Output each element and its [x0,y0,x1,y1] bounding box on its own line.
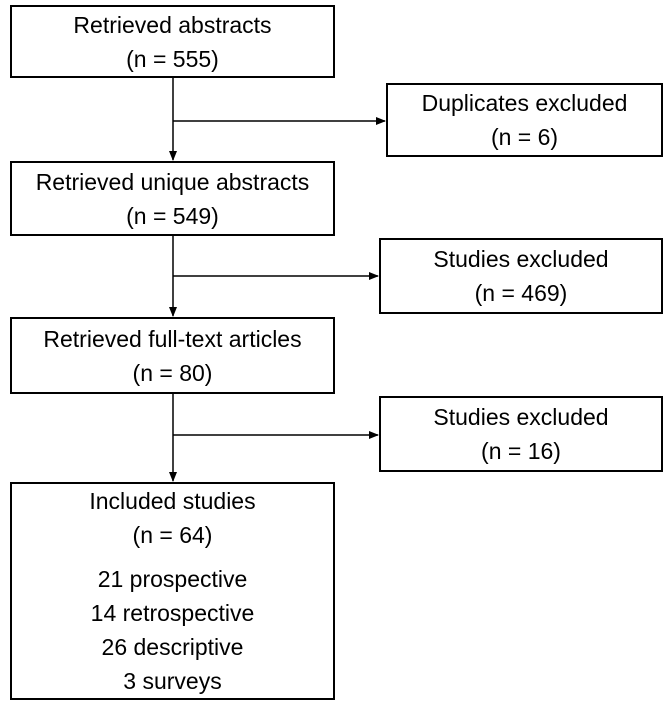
duplicates-excluded-title: Duplicates excluded [421,90,628,116]
unique-abstracts-box: Retrieved unique abstracts (n = 549) [10,161,335,236]
retrieved-abstracts-box: Retrieved abstracts (n = 555) [10,5,335,78]
full-text-articles-title: Retrieved full-text articles [43,325,302,352]
included-breakdown-prospective: 21 prospective [97,566,248,592]
included-breakdown-surveys: 3 surveys [123,668,222,694]
studies-excluded-16-box: Studies excluded (n = 16) [379,396,663,472]
unique-abstracts-title: Retrieved unique abstracts [35,168,310,195]
unique-abstracts-count: (n = 549) [126,202,219,229]
included-breakdown-descriptive: 26 descriptive [101,634,244,660]
included-studies-count: (n = 64) [132,522,213,548]
included-studies-title: Included studies [89,488,256,514]
included-breakdown-retrospective: 14 retrospective [90,600,255,626]
retrieved-abstracts-count: (n = 555) [126,45,219,72]
duplicates-excluded-count: (n = 6) [490,124,559,150]
studies-excluded-469-count: (n = 469) [474,280,568,306]
included-studies-box: Included studies (n = 64) 21 prospective… [10,482,335,700]
studies-excluded-469-box: Studies excluded (n = 469) [379,238,663,314]
duplicates-excluded-box: Duplicates excluded (n = 6) [386,83,663,157]
full-text-articles-count: (n = 80) [132,359,213,386]
full-text-articles-box: Retrieved full-text articles (n = 80) [10,317,335,394]
studies-excluded-16-title: Studies excluded [433,404,609,430]
studies-excluded-16-count: (n = 16) [481,438,561,464]
studies-excluded-469-title: Studies excluded [433,246,609,272]
retrieved-abstracts-title: Retrieved abstracts [73,11,272,38]
